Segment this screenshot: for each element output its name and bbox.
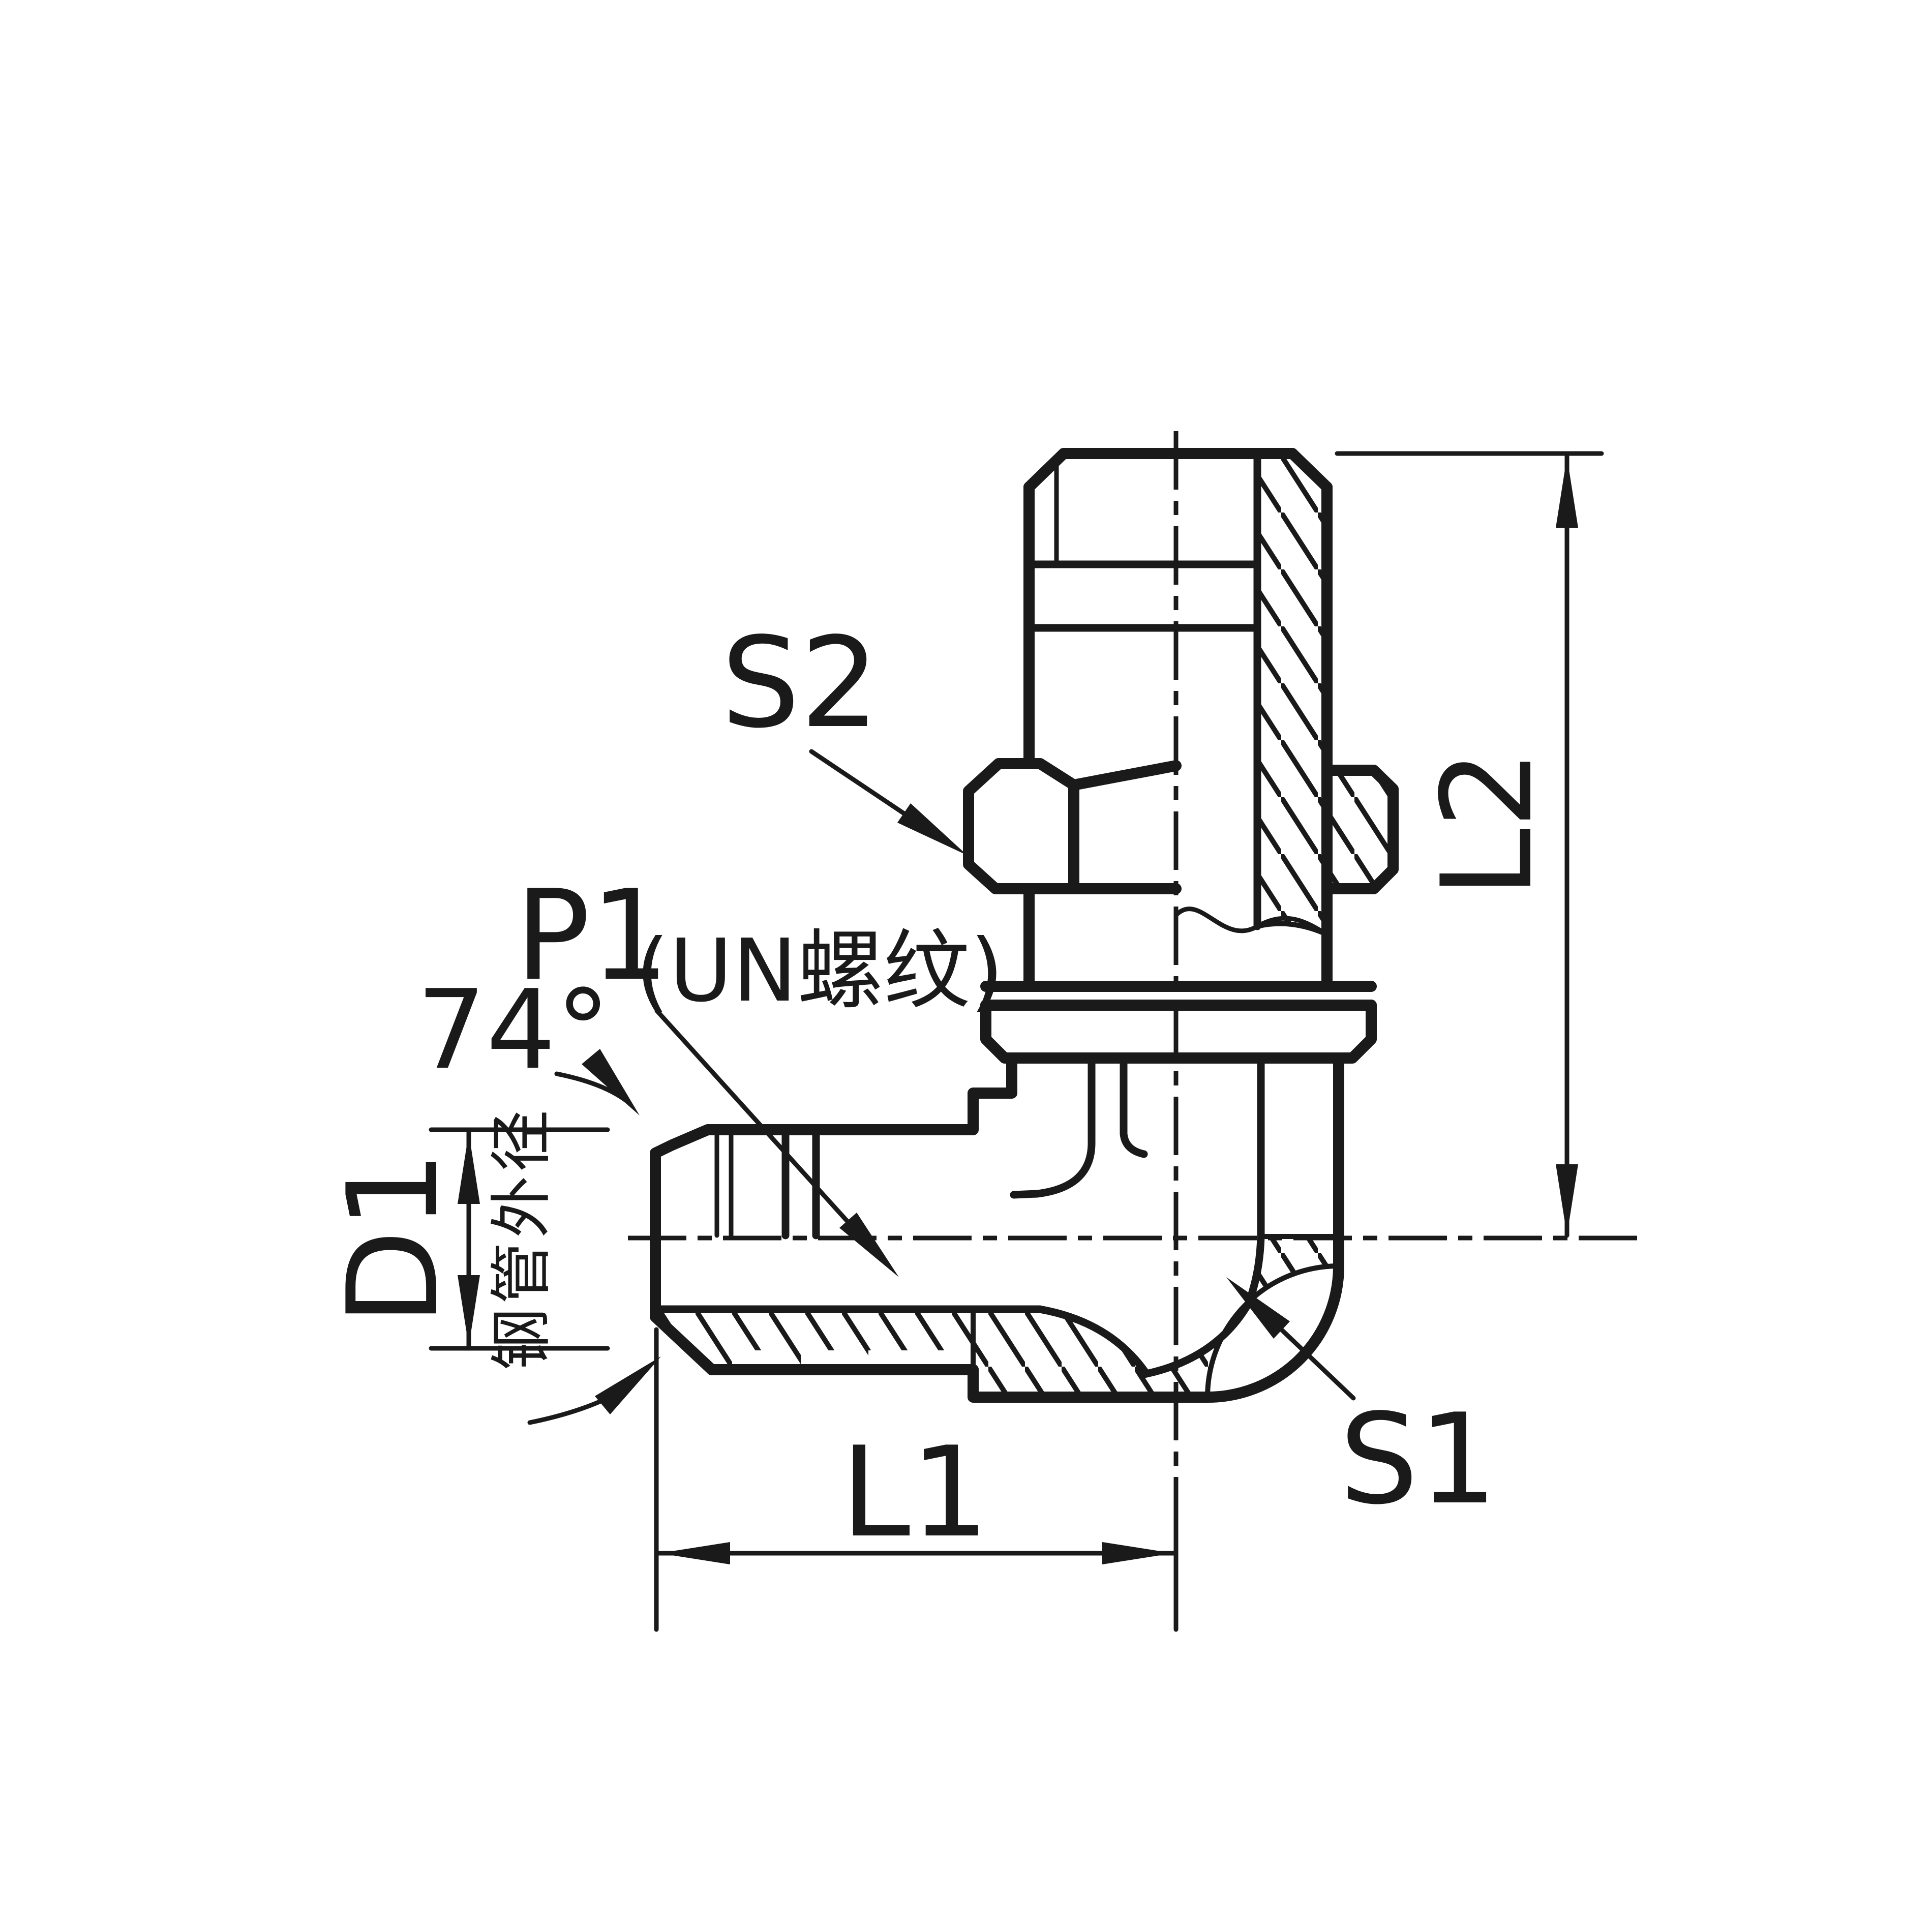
s1-label: S1 <box>1339 1387 1497 1532</box>
callout-s1: S1 <box>1226 1277 1498 1532</box>
d1-arrow-down <box>458 1275 480 1346</box>
l1-label: L1 <box>841 1420 989 1565</box>
callout-s2: S2 <box>721 611 967 855</box>
flange-outline <box>980 1000 1377 1064</box>
s2-label: S2 <box>721 611 879 756</box>
counterbore-line-2 <box>1120 1054 1148 1158</box>
thread-root-gap <box>933 1350 963 1366</box>
flare-angle-arrow-bottom <box>595 1356 661 1414</box>
hex-locknut <box>963 758 1399 894</box>
dimension-d1: D1 钢管外径 <box>321 1106 610 1370</box>
dimension-l1: L1 <box>654 1327 1179 1632</box>
flange <box>980 981 1377 1064</box>
d1-arrow-up <box>458 1133 480 1204</box>
nut-section-block <box>1321 765 1399 894</box>
nut-section-hatch <box>1324 768 1396 891</box>
p1-leader-arrow <box>839 1213 899 1277</box>
s2-leader-arrow <box>897 803 967 855</box>
passage-bend-wall <box>1036 1054 1265 1378</box>
break-wave-line <box>1173 907 1330 937</box>
d1-note-label: 钢管外径 <box>486 1106 558 1370</box>
centerlines <box>628 431 1641 1490</box>
stud-section-hatch <box>1255 451 1330 939</box>
s1-leader-arrow <box>1226 1277 1290 1339</box>
stud-right-chamfer <box>1287 448 1333 493</box>
l2-arrow-down <box>1556 1164 1578 1235</box>
flare-angle-label: 74° <box>416 966 610 1094</box>
l2-arrow-up <box>1556 457 1578 528</box>
nut-outline-left <box>963 758 1182 894</box>
l1-arrow-right <box>1102 1542 1173 1564</box>
l2-label: L2 <box>1415 749 1560 898</box>
thread-root-gap <box>801 1350 848 1366</box>
dimension-l2: L2 <box>1335 451 1604 1238</box>
thread-root-gap <box>733 1350 780 1366</box>
s2-leader <box>809 749 913 820</box>
callout-p1: P1 (UN螺纹) <box>515 863 1004 1277</box>
thread-root-gap <box>868 1350 915 1366</box>
l1-arrow-left <box>659 1542 730 1564</box>
p1-note-label: (UN螺纹) <box>636 921 1004 1021</box>
counterbore-line-1 <box>1010 1054 1096 1199</box>
body-and-port-outline <box>650 1052 1344 1403</box>
d1-label: D1 <box>321 1151 466 1326</box>
s1-leader <box>1276 1324 1356 1401</box>
p1-leader <box>654 1008 853 1227</box>
p1-label: P1 <box>515 863 670 1008</box>
callout-flare-angle: 74° <box>416 966 661 1425</box>
flare-angle-arrow-top <box>582 1049 640 1115</box>
